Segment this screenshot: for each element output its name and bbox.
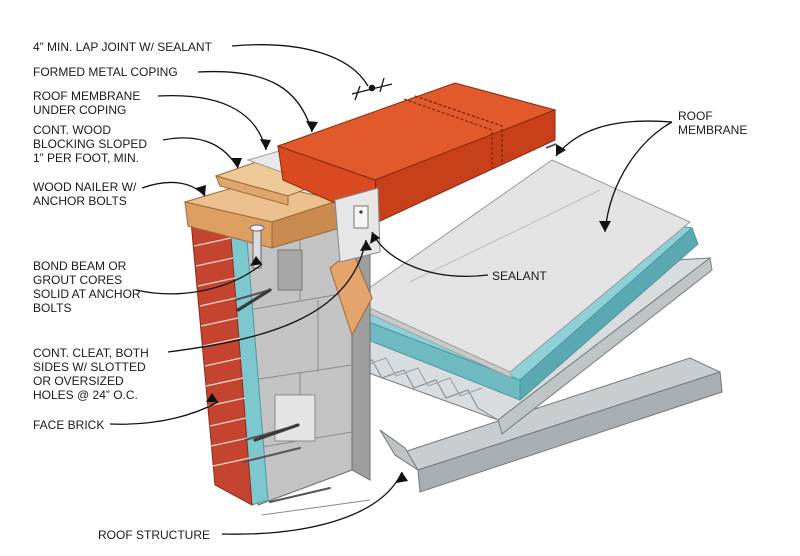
callout-bond-beam: BOND BEAM OR GROUT CORES SOLID AT ANCHOR… bbox=[33, 259, 141, 315]
callout-cont-cleat: CONT. CLEAT, BOTH SIDES W/ SLOTTED OR OV… bbox=[33, 346, 149, 402]
lap-joint-indicator-icon bbox=[351, 77, 393, 101]
leader-bond-beam bbox=[135, 263, 263, 295]
svg-text:SOLID AT ANCHOR: SOLID AT ANCHOR bbox=[33, 287, 141, 301]
face-brick-veneer bbox=[189, 199, 253, 506]
leader-roof-membrane-1 bbox=[555, 120, 673, 157]
svg-text:HOLES @ 24” O.C.: HOLES @ 24” O.C. bbox=[33, 388, 138, 402]
sealant-bead bbox=[545, 143, 557, 149]
svg-text:ROOF MEMBRANE: ROOF MEMBRANE bbox=[33, 89, 140, 103]
leader-roof-membrane-2 bbox=[604, 121, 673, 233]
leader-face-brick bbox=[109, 401, 219, 425]
callout-formed-coping: FORMED METAL COPING bbox=[33, 65, 178, 79]
svg-text:FACE BRICK: FACE BRICK bbox=[33, 418, 104, 432]
reinforcing-bar bbox=[236, 288, 300, 442]
svg-text:ROOF STRUCTURE: ROOF STRUCTURE bbox=[98, 528, 210, 542]
svg-text:CONT. CLEAT, BOTH: CONT. CLEAT, BOTH bbox=[33, 346, 149, 360]
svg-text:BOND BEAM OR: BOND BEAM OR bbox=[33, 259, 127, 273]
svg-text:SEALANT: SEALANT bbox=[492, 269, 547, 283]
svg-text:GROUT CORES: GROUT CORES bbox=[33, 273, 122, 287]
leader-arrowheads bbox=[196, 121, 611, 483]
svg-text:4” MIN. LAP JOINT W/ SEALANT: 4” MIN. LAP JOINT W/ SEALANT bbox=[33, 40, 213, 54]
svg-text:FORMED METAL COPING: FORMED METAL COPING bbox=[33, 65, 178, 79]
leader-sealant bbox=[371, 231, 489, 277]
leader-formed-coping bbox=[197, 70, 313, 133]
masonry-wall-ties bbox=[234, 289, 331, 503]
callout-wood-blocking: CONT. WOOD BLOCKING SLOPED 1” PER FOOT, … bbox=[33, 123, 147, 165]
leader-cont-cleat bbox=[167, 239, 367, 353]
svg-text:MEMBRANE: MEMBRANE bbox=[678, 123, 747, 137]
callout-roof-membrane: ROOF MEMBRANE bbox=[678, 109, 747, 137]
continuous-cleat bbox=[334, 187, 381, 263]
leader-wood-blocking bbox=[162, 137, 239, 169]
callout-lap-joint: 4” MIN. LAP JOINT W/ SEALANT bbox=[33, 40, 213, 54]
svg-text:BOLTS: BOLTS bbox=[33, 301, 71, 315]
svg-text:CONT. WOOD: CONT. WOOD bbox=[33, 123, 111, 137]
svg-text:OR OVERSIZED: OR OVERSIZED bbox=[33, 374, 124, 388]
svg-text:BLOCKING SLOPED: BLOCKING SLOPED bbox=[33, 137, 147, 151]
leader-membrane-under-coping bbox=[157, 94, 267, 151]
leader-roof-structure bbox=[221, 471, 403, 535]
svg-text:WOOD NAILER W/: WOOD NAILER W/ bbox=[33, 180, 137, 194]
callout-sealant: SEALANT bbox=[492, 269, 547, 283]
callout-membrane-under-coping: ROOF MEMBRANE UNDER COPING bbox=[33, 89, 140, 117]
svg-text:ANCHOR BOLTS: ANCHOR BOLTS bbox=[33, 194, 127, 208]
roof-structure-joist bbox=[379, 357, 723, 493]
svg-text:ROOF: ROOF bbox=[678, 109, 713, 123]
callout-wood-nailer: WOOD NAILER W/ ANCHOR BOLTS bbox=[33, 180, 137, 208]
svg-text:UNDER COPING: UNDER COPING bbox=[33, 103, 126, 117]
callout-roof-structure: ROOF STRUCTURE bbox=[98, 528, 210, 542]
svg-text:SIDES W/ SLOTTED: SIDES W/ SLOTTED bbox=[33, 360, 146, 374]
leader-lap-joint bbox=[231, 44, 369, 87]
wood-nailer bbox=[183, 181, 342, 249]
svg-text:1” PER FOOT, MIN.: 1” PER FOOT, MIN. bbox=[33, 151, 139, 165]
leader-wood-nailer bbox=[141, 181, 206, 197]
callout-face-brick: FACE BRICK bbox=[33, 418, 104, 432]
